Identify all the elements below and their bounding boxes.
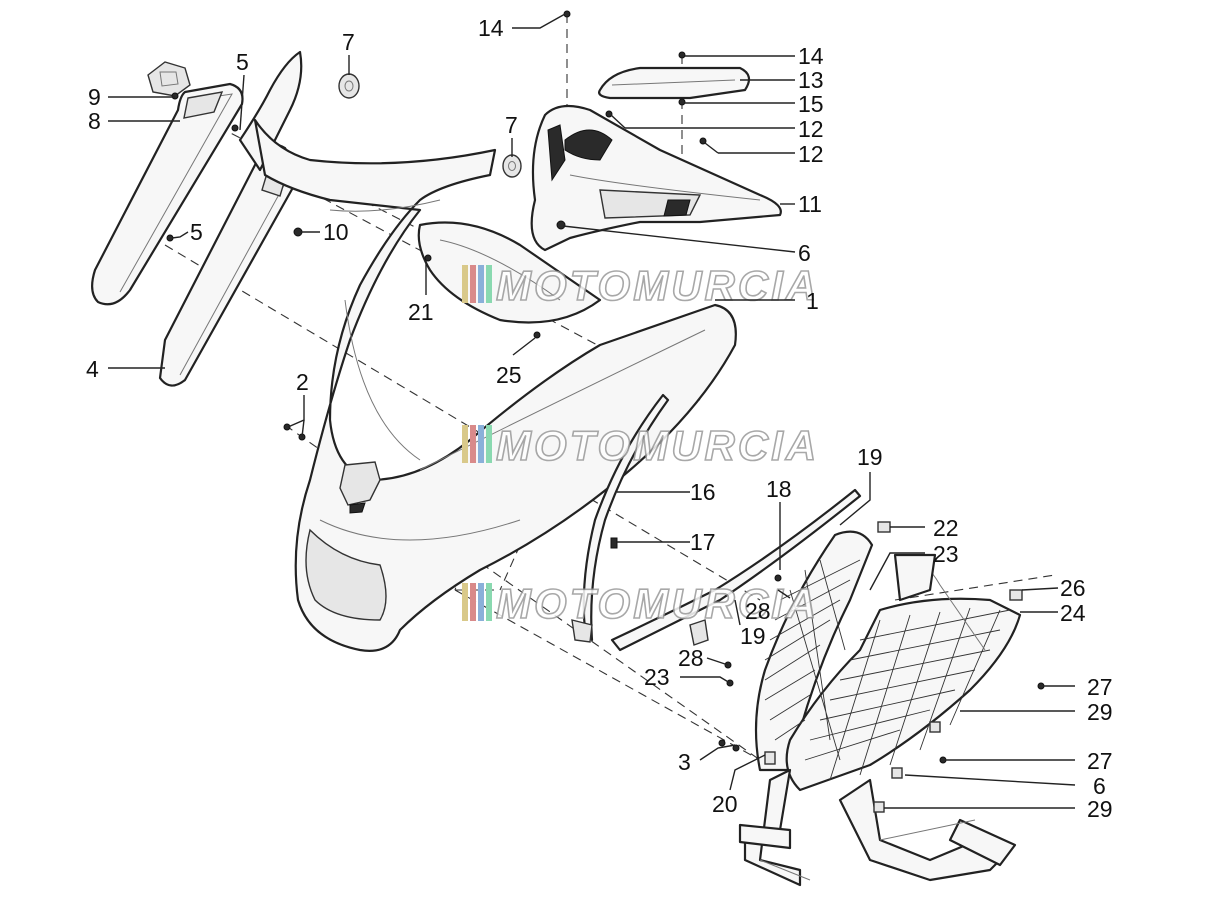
leader-lines bbox=[108, 13, 1076, 809]
callout-27: 27 bbox=[1087, 674, 1113, 700]
callout-11: 11 bbox=[798, 191, 822, 217]
callout-14: 14 bbox=[478, 15, 504, 41]
watermark-text: MOTOMURCIA bbox=[496, 422, 819, 469]
callout-20: 20 bbox=[712, 791, 738, 817]
callout-25: 25 bbox=[496, 362, 522, 388]
callout-5: 5 bbox=[236, 49, 249, 75]
callout-numbers: 14 7 5 9 8 14 13 15 7 12 12 11 5 10 6 21… bbox=[86, 15, 1113, 822]
callout-19: 19 bbox=[857, 444, 883, 470]
callout-28: 28 bbox=[678, 645, 704, 671]
callout-18: 18 bbox=[766, 476, 792, 502]
part-24-grille bbox=[754, 530, 1022, 792]
callout-28: 28 bbox=[745, 598, 771, 624]
watermark-1: MOTOMURCIA bbox=[462, 261, 819, 310]
callout-23: 23 bbox=[933, 541, 959, 567]
callout-29: 29 bbox=[1087, 699, 1113, 725]
callout-15: 15 bbox=[798, 91, 824, 117]
callout-6: 6 bbox=[1093, 773, 1106, 799]
callout-10: 10 bbox=[323, 219, 349, 245]
callout-27: 27 bbox=[1087, 748, 1113, 774]
grille-mesh bbox=[764, 559, 1011, 781]
callout-13: 13 bbox=[798, 67, 824, 93]
watermark-text: MOTOMURCIA bbox=[496, 262, 819, 309]
callout-12: 12 bbox=[798, 141, 824, 167]
callout-21: 21 bbox=[408, 299, 434, 325]
callout-23: 23 bbox=[644, 664, 670, 690]
callout-12: 12 bbox=[798, 116, 824, 142]
callout-2: 2 bbox=[296, 369, 309, 395]
callout-22: 22 bbox=[933, 515, 959, 541]
part-16-edge-strip bbox=[571, 393, 670, 643]
callout-1: 1 bbox=[806, 288, 819, 314]
part-9-emblem bbox=[147, 61, 191, 97]
watermark-3: MOTOMURCIA bbox=[462, 579, 819, 628]
callout-7: 7 bbox=[342, 29, 355, 55]
frame-bracket bbox=[738, 553, 1017, 887]
small-hardware bbox=[166, 10, 1045, 813]
callout-4: 4 bbox=[86, 356, 99, 382]
callout-17: 17 bbox=[690, 529, 716, 555]
callout-8: 8 bbox=[88, 108, 101, 134]
callout-24: 24 bbox=[1060, 600, 1086, 626]
callout-16: 16 bbox=[690, 479, 716, 505]
callout-29: 29 bbox=[1087, 796, 1113, 822]
callout-19: 19 bbox=[740, 623, 766, 649]
watermark-2: MOTOMURCIA bbox=[462, 421, 819, 470]
part-7-grommets bbox=[338, 73, 522, 178]
part-11-upper-cover bbox=[530, 104, 782, 252]
callout-3: 3 bbox=[678, 749, 691, 775]
part-13-top-cover bbox=[598, 66, 751, 100]
watermark-text: MOTOMURCIA bbox=[496, 580, 819, 627]
callout-9: 9 bbox=[88, 84, 101, 110]
callout-5: 5 bbox=[190, 219, 203, 245]
callout-26: 26 bbox=[1060, 575, 1086, 601]
part-8-trim-strip bbox=[91, 82, 244, 306]
part-1-front-shield bbox=[238, 50, 737, 652]
part-18-edge-strip bbox=[610, 488, 862, 652]
callout-14: 14 bbox=[798, 43, 824, 69]
callout-6: 6 bbox=[798, 240, 811, 266]
callout-7: 7 bbox=[505, 112, 518, 138]
